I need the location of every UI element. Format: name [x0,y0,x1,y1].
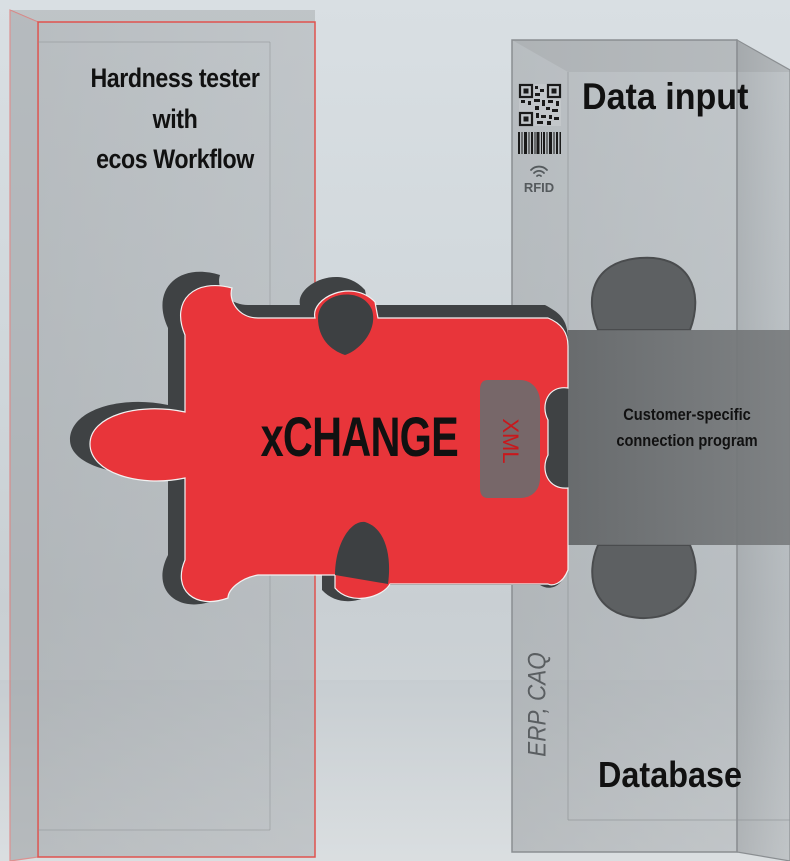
grey-body [544,330,790,545]
data-input-label: Data input [582,76,749,117]
xml-label: XML [498,418,523,464]
connection-program-label: Customer-specific connection program [605,402,768,455]
red-piece-face [89,285,569,603]
qr-code-icon [518,83,562,127]
left-title-line-2: with [152,103,198,134]
grey-bottom-knob [591,544,697,620]
rfid-label: RFID [523,180,555,195]
erp-caq-label: ERP, CAQ [523,652,552,757]
barcode-icon [518,132,561,154]
grey-top-knob [591,256,697,331]
grey-puzzle-piece [544,256,790,620]
red-top-notch [318,294,374,355]
connection-line-1: Customer-specific [623,405,751,424]
rfid-wireless-icon [530,165,548,177]
connection-line-2: connection program [616,431,758,451]
left-title-line-3: ecos Workflow [96,144,254,174]
xml-slot [480,380,540,498]
red-puzzle-piece [70,271,569,605]
left-box-side [9,9,39,861]
left-box-top [10,10,315,22]
red-bottom-notch [335,521,390,584]
database-label: Database [598,754,743,795]
left-title-line-1: Hardness tester [90,63,260,93]
xchange-label: xCHANGE [260,405,459,468]
left-box-title: Hardness tester with ecos Workflow [59,58,291,180]
